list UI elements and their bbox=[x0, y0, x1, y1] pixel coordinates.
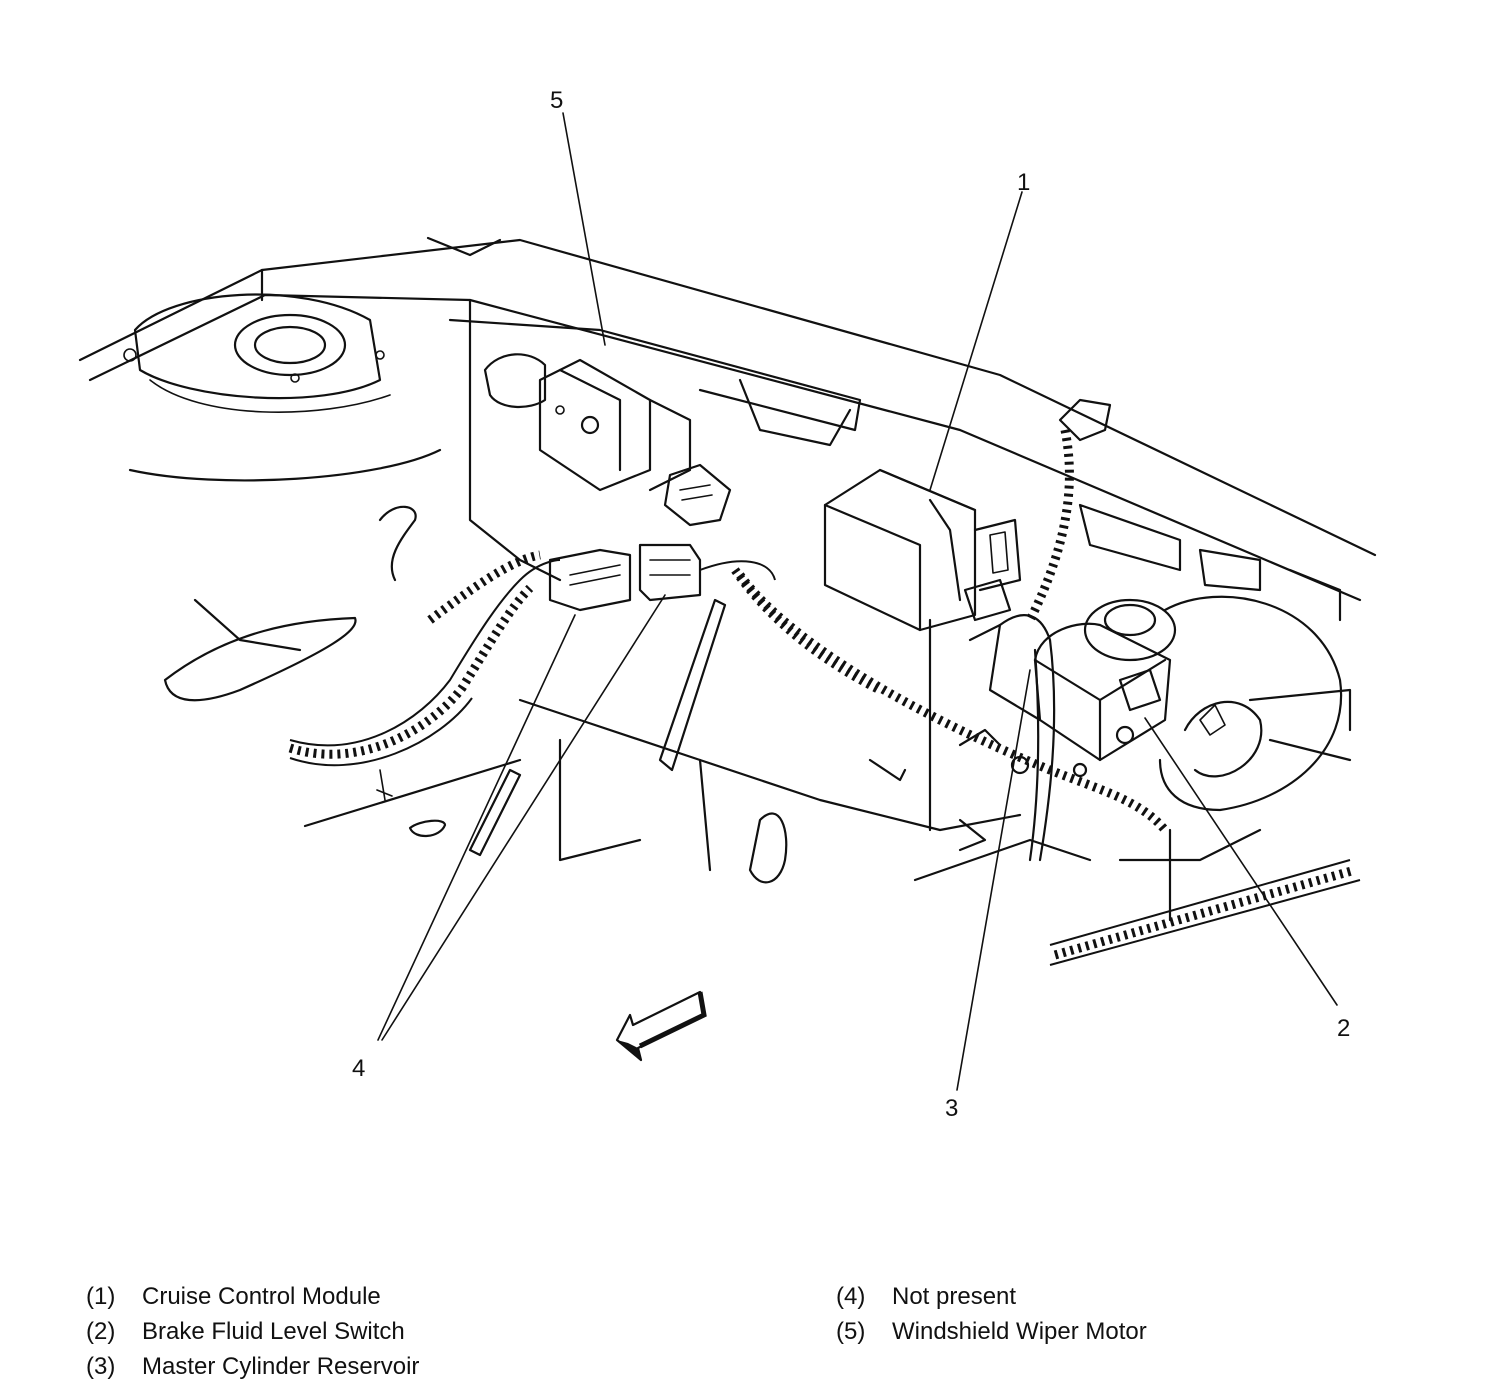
pigtail-connector bbox=[1025, 398, 1112, 623]
leader-lines bbox=[377, 112, 1338, 1091]
callout-4: 4 bbox=[352, 1055, 365, 1082]
fender-detail bbox=[163, 505, 522, 857]
legend-item-5-number: (5) bbox=[836, 1318, 866, 1345]
callout-2: 2 bbox=[1337, 1015, 1350, 1042]
brake-lines bbox=[968, 614, 1056, 862]
harness-connectors bbox=[548, 543, 1169, 833]
master-cylinder-reservoir bbox=[1033, 598, 1177, 778]
windshield-wiper-motor bbox=[483, 353, 732, 527]
legend-item-3-number: (3) bbox=[86, 1353, 116, 1380]
legend-item-4-label: Not present bbox=[892, 1283, 1017, 1310]
legend-item-1-number: (1) bbox=[86, 1283, 116, 1310]
cruise-control-module bbox=[823, 468, 1022, 632]
brake-booster bbox=[1158, 595, 1352, 812]
lower-bay bbox=[518, 598, 1092, 884]
strut-tower bbox=[123, 293, 442, 652]
callout-5: 5 bbox=[550, 87, 563, 114]
legend-item-1-label: Cruise Control Module bbox=[142, 1283, 381, 1310]
legend-item-5-label: Windshield Wiper Motor bbox=[892, 1318, 1147, 1345]
right-rail bbox=[1049, 828, 1361, 966]
wiring-harness-left bbox=[288, 550, 561, 801]
engine-compartment-diagram: 5 1 2 3 4 bbox=[78, 87, 1377, 1122]
legend-item-4-number: (4) bbox=[836, 1283, 866, 1310]
legend-item-2-label: Brake Fluid Level Switch bbox=[142, 1318, 405, 1345]
forward-arrow-icon bbox=[615, 990, 707, 1062]
callout-1: 1 bbox=[1017, 169, 1030, 196]
callout-3: 3 bbox=[945, 1095, 958, 1122]
legend-item-3-label: Master Cylinder Reservoir bbox=[142, 1353, 420, 1380]
legend-item-2-number: (2) bbox=[86, 1318, 116, 1345]
